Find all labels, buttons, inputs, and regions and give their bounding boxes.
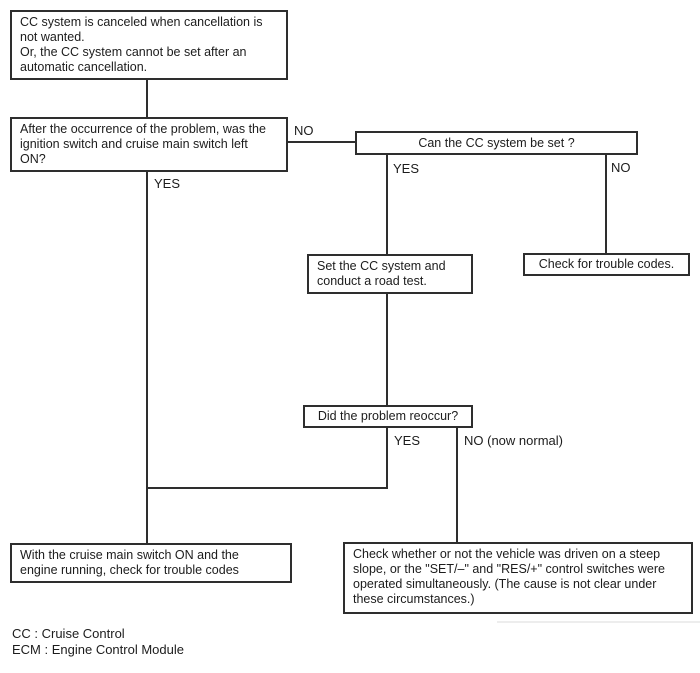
- connector-start-to-ignition: [146, 80, 148, 117]
- connector-reoccur-yes-vertical: [386, 428, 388, 489]
- flow-node-question-problem-reoccur: Did the problem reoccur?: [303, 405, 473, 428]
- branch-label-reoccur-no: NO (now normal): [464, 433, 563, 448]
- flow-node-question-cc-set: Can the CC system be set ?: [355, 131, 638, 155]
- flow-node-start-symptom: CC system is canceled when cancellation …: [10, 10, 288, 80]
- connector-roadtest-to-reoccur: [386, 294, 388, 405]
- flow-node-action-check-steep-slope: Check whether or not the vehicle was dri…: [343, 542, 693, 614]
- flow-node-question-ignition-switch: After the occurrence of the problem, was…: [10, 117, 288, 172]
- legend-line-cc: CC : Cruise Control: [12, 626, 125, 641]
- connector-reoccur-no-vertical: [456, 428, 458, 542]
- flow-node-action-check-codes-engine-running: With the cruise main switch ON and the e…: [10, 543, 292, 583]
- abbreviation-legend: CC : Cruise Control ECM : Engine Control…: [12, 626, 184, 658]
- branch-label-ccset-yes: YES: [393, 161, 420, 176]
- connector-ignition-no-horizontal: [288, 141, 355, 143]
- branch-label-ignition-no: NO: [294, 123, 314, 138]
- connector-reoccur-yes-horizontal: [146, 487, 388, 489]
- branch-label-ignition-yes: YES: [154, 176, 181, 191]
- branch-label-reoccur-yes: YES: [394, 433, 421, 448]
- branch-label-ccset-no: NO: [611, 160, 631, 175]
- flow-node-action-road-test: Set the CC system and conduct a road tes…: [307, 254, 473, 294]
- legend-line-ecm: ECM : Engine Control Module: [12, 642, 184, 657]
- connector-ccset-yes-vertical: [386, 155, 388, 254]
- scan-artifact-line: [497, 621, 700, 623]
- connector-ignition-yes-vertical: [146, 172, 148, 543]
- connector-ccset-no-vertical: [605, 155, 607, 253]
- flow-node-action-check-trouble-codes: Check for trouble codes.: [523, 253, 690, 276]
